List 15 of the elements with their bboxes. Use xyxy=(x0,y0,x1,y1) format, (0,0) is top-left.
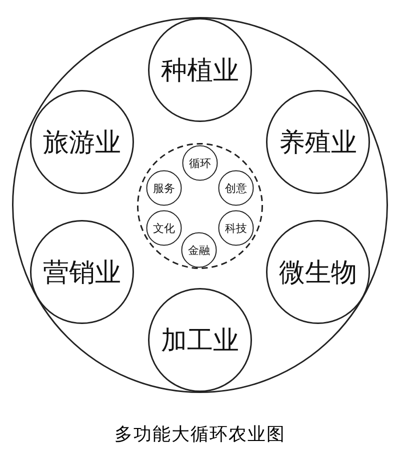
small-circle: 金融 xyxy=(181,232,217,268)
small-circle: 服务 xyxy=(146,170,182,206)
caption: 多功能大循环农业图 xyxy=(114,424,286,445)
industry-circle: 养殖业 xyxy=(266,90,370,194)
outer-circle xyxy=(12,17,388,393)
industry-circle: 营销业 xyxy=(30,220,134,324)
small-circle: 循环 xyxy=(182,145,218,181)
industry-circle: 微生物 xyxy=(266,220,370,324)
small-circle: 科技 xyxy=(218,210,254,246)
dashed-circle xyxy=(137,143,263,269)
industry-circle: 旅游业 xyxy=(30,90,134,194)
industry-circle: 种植业 xyxy=(148,18,252,122)
industry-circle: 加工业 xyxy=(148,288,252,392)
small-circle: 创意 xyxy=(218,170,254,206)
small-circle: 文化 xyxy=(146,210,182,246)
